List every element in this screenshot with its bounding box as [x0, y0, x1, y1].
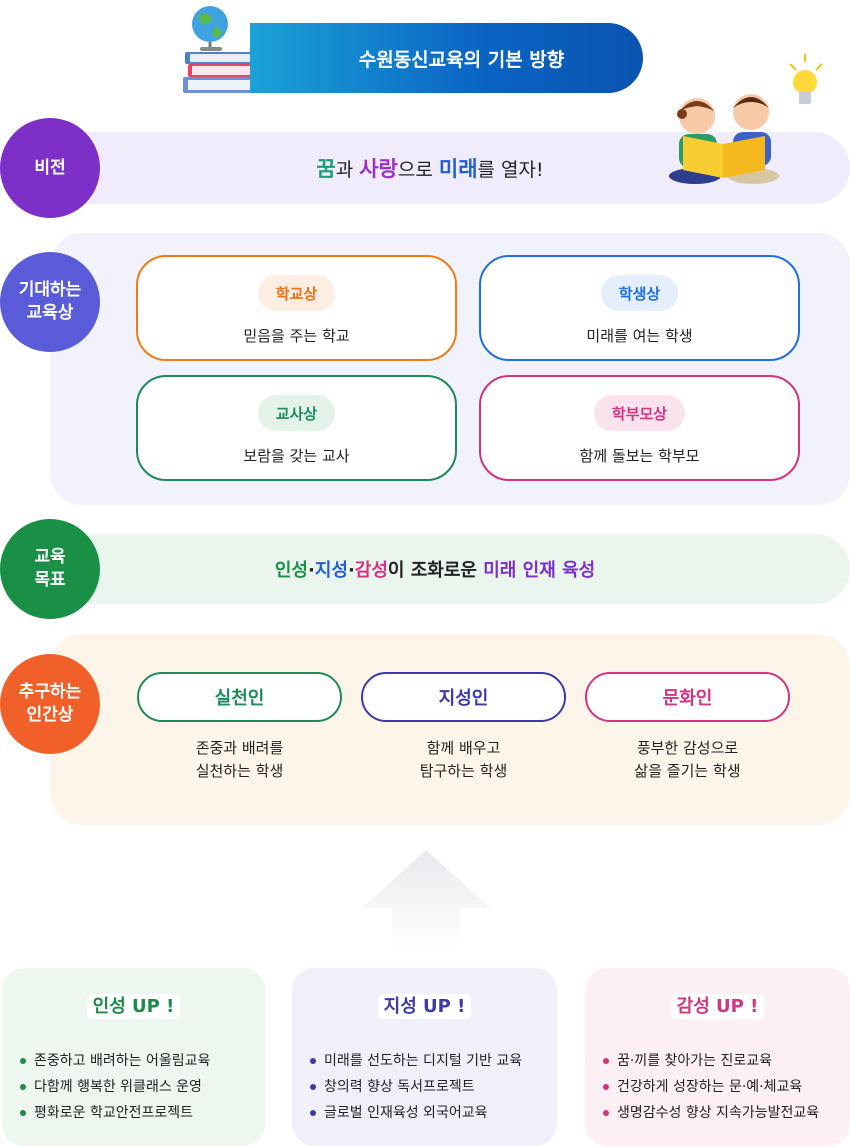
teacher-desc: 보람을 갖는 교사 [243, 447, 350, 465]
emotion-up-title-text: 감성 UP ! [670, 994, 765, 1019]
expected-label: 기대하는 교육상 [0, 252, 100, 352]
emotion-up-list: 꿈·끼를 찾아가는 진로교육 건강하게 성장하는 문·예·체교육 생명감수성 향… [603, 1048, 819, 1126]
character-up-title: 인성 UP ! [2, 992, 265, 1019]
bullet-icon [20, 1058, 26, 1064]
school-card: 학교상 믿음을 주는 학교 [136, 255, 457, 361]
bullet-icon [310, 1058, 316, 1064]
goal-intellect: 지성 [314, 560, 348, 581]
bullet-icon [603, 1110, 609, 1116]
goal-emotion: 감성 [354, 560, 388, 581]
student-tag: 학생상 [600, 275, 679, 311]
ideal-label-line1: 추구하는 [18, 682, 82, 703]
bullet-icon [310, 1084, 316, 1090]
bullet-icon [310, 1110, 316, 1116]
cultural-tag: 문화인 [585, 672, 790, 722]
list-item-text: 글로벌 인재육성 외국어교육 [324, 1105, 488, 1121]
list-item: 건강하게 성장하는 문·예·체교육 [603, 1074, 819, 1100]
student-card: 학생상 미래를 여는 학생 [479, 255, 800, 361]
globe-books-icon [180, 2, 260, 97]
vision-text: 으로 [397, 159, 439, 181]
cultural-desc-line1: 풍부한 감성으로 [636, 739, 739, 757]
goal-dot: · [307, 560, 315, 581]
teacher-tag: 교사상 [257, 395, 336, 431]
intellect-up-title: 지성 UP ! [292, 992, 557, 1019]
practitioner-tag: 실천인 [137, 672, 342, 722]
intellect-up-card: 지성 UP ! 미래를 선도하는 디지털 기반 교육 창의력 향상 독서프로젝트… [292, 968, 557, 1146]
list-item: 글로벌 인재육성 외국어교육 [310, 1100, 522, 1126]
intellect-up-title-text: 지성 UP ! [377, 994, 472, 1019]
bullet-icon [20, 1110, 26, 1116]
student-desc: 미래를 여는 학생 [586, 327, 693, 345]
goal-future: 미래 인재 육성 [483, 560, 596, 581]
goal-dot: · [347, 560, 355, 581]
vision-dream: 꿈 [316, 157, 336, 181]
vision-label: 비전 [0, 118, 100, 218]
kids-reading-icon [665, 88, 785, 188]
bullet-icon [603, 1058, 609, 1064]
list-item-text: 꿈·끼를 찾아가는 진로교육 [617, 1053, 773, 1069]
bullet-icon [20, 1084, 26, 1090]
vision-love: 사랑 [359, 157, 398, 181]
bullet-icon [603, 1084, 609, 1090]
cultural-desc: 풍부한 감성으로 삶을 즐기는 학생 [585, 737, 790, 782]
list-item: 창의력 향상 독서프로젝트 [310, 1074, 522, 1100]
list-item-text: 평화로운 학교안전프로젝트 [34, 1105, 194, 1121]
vision-statement: 꿈과 사랑으로 미래를 열자! [316, 153, 543, 183]
cultural-desc-line2: 삶을 즐기는 학생 [634, 761, 741, 780]
goal-text: 이 조화로운 [387, 560, 484, 581]
goal-character: 인성 [274, 560, 308, 581]
intellectual-desc: 함께 배우고 탐구하는 학생 [361, 737, 566, 782]
character-up-card: 인성 UP ! 존중하고 배려하는 어울림교육 다함께 행복한 위클래스 운영 … [2, 968, 265, 1146]
vision-text: 과 [335, 159, 360, 181]
up-arrow-icon [362, 850, 490, 950]
intellectual-desc-line2: 탐구하는 학생 [419, 761, 508, 780]
lightbulb-icon [780, 50, 830, 115]
character-up-title-text: 인성 UP ! [86, 994, 181, 1019]
character-up-list: 존중하고 배려하는 어울림교육 다함께 행복한 위클래스 운영 평화로운 학교안… [20, 1048, 210, 1126]
intellect-up-list: 미래를 선도하는 디지털 기반 교육 창의력 향상 독서프로젝트 글로벌 인재육… [310, 1048, 522, 1126]
ideal-panel [50, 634, 850, 825]
list-item-text: 건강하게 성장하는 문·예·체교육 [617, 1079, 803, 1095]
list-item: 미래를 선도하는 디지털 기반 교육 [310, 1048, 522, 1074]
vision-text: 를 열자! [477, 159, 544, 181]
list-item-text: 생명감수성 향상 지속가능발전교육 [617, 1105, 820, 1121]
list-item-text: 존중하고 배려하는 어울림교육 [34, 1053, 211, 1069]
goal-label-line1: 교육 [34, 547, 66, 568]
parent-desc: 함께 돌보는 학부모 [579, 447, 700, 465]
ideal-label: 추구하는 인간상 [0, 654, 100, 754]
list-item: 평화로운 학교안전프로젝트 [20, 1100, 210, 1126]
emotion-up-card: 감성 UP ! 꿈·끼를 찾아가는 진로교육 건강하게 성장하는 문·예·체교육… [585, 968, 850, 1146]
goal-strip: 인성·지성·감성이 조화로운 미래 인재 육성 [50, 534, 850, 604]
teacher-card: 교사상 보람을 갖는 교사 [136, 375, 457, 481]
goal-statement: 인성·지성·감성이 조화로운 미래 인재 육성 [275, 556, 595, 582]
school-desc: 믿음을 주는 학교 [243, 327, 350, 345]
list-item-text: 미래를 선도하는 디지털 기반 교육 [324, 1053, 523, 1069]
list-item-text: 창의력 향상 독서프로젝트 [324, 1079, 475, 1095]
intellectual-tag: 지성인 [361, 672, 566, 722]
list-item: 다함께 행복한 위클래스 운영 [20, 1074, 210, 1100]
parent-card: 학부모상 함께 돌보는 학부모 [479, 375, 800, 481]
ideal-label-line2: 인간상 [26, 705, 74, 725]
expected-label-line2: 교육상 [26, 303, 74, 323]
intellectual-desc-line1: 함께 배우고 [426, 739, 501, 757]
school-tag: 학교상 [257, 275, 336, 311]
page-title: 수원동신교육의 기본 방향 [250, 23, 643, 93]
goal-label-line2: 목표 [34, 570, 66, 590]
goal-label: 교육 목표 [0, 519, 100, 619]
parent-tag: 학부모상 [593, 395, 686, 431]
vision-future: 미래 [438, 157, 478, 181]
list-item: 생명감수성 향상 지속가능발전교육 [603, 1100, 819, 1126]
practitioner-desc: 존중과 배려를 실천하는 학생 [137, 737, 342, 782]
vision-label-text: 비전 [34, 157, 66, 178]
practitioner-desc-line2: 실천하는 학생 [195, 761, 284, 780]
emotion-up-title: 감성 UP ! [585, 992, 850, 1019]
expected-label-line1: 기대하는 [18, 280, 82, 301]
practitioner-desc-line1: 존중과 배려를 [195, 739, 284, 757]
list-item: 존중하고 배려하는 어울림교육 [20, 1048, 210, 1074]
list-item-text: 다함께 행복한 위클래스 운영 [34, 1079, 202, 1095]
list-item: 꿈·끼를 찾아가는 진로교육 [603, 1048, 819, 1074]
